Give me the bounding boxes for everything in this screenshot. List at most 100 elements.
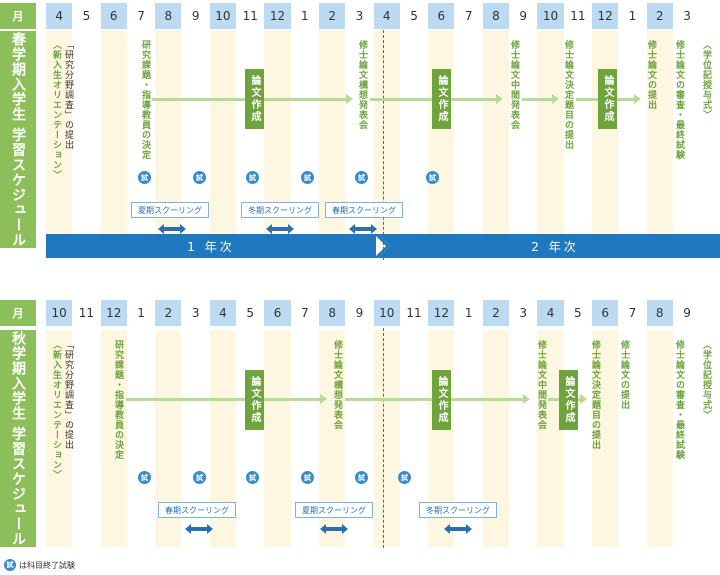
autumn-arrowhead-1 bbox=[320, 394, 327, 404]
autumn-column-shade bbox=[537, 330, 564, 547]
autumn-arrow-1 bbox=[126, 398, 320, 401]
autumn-ronbun-3: 論文作成 bbox=[559, 370, 578, 430]
spring-exam-mark: 試 bbox=[138, 171, 151, 184]
autumn-month-cell: 9 bbox=[355, 306, 364, 320]
spring-month-cell: 2 bbox=[646, 3, 673, 29]
spring-exam-mark: 試 bbox=[301, 171, 314, 184]
autumn-year-divider bbox=[383, 328, 384, 548]
spring-final-exam: 修士論文の審査・最終試験 bbox=[674, 40, 684, 160]
autumn-month-cell: 1 bbox=[137, 306, 145, 320]
spring-column-shade bbox=[482, 31, 510, 248]
spring-column-shade bbox=[592, 31, 619, 248]
autumn-arrowhead-3 bbox=[580, 394, 587, 404]
autumn-month-cell: 4 bbox=[537, 300, 564, 326]
autumn-exam-mark: 試 bbox=[138, 471, 151, 484]
year-chevron-icon bbox=[374, 234, 390, 258]
spring-month-cell: 12 bbox=[592, 3, 619, 29]
spring-mid-presentation: 修士論文中間発表会 bbox=[509, 40, 519, 130]
autumn-arrowhead-2 bbox=[523, 394, 530, 404]
autumn-month-label: 月 bbox=[0, 300, 36, 326]
spring-month-cell: 3 bbox=[355, 9, 364, 23]
spring-degree: 〈学位記授与式〉 bbox=[701, 40, 711, 120]
spring-exam-mark: 試 bbox=[355, 171, 368, 184]
spring-month-cell: 8 bbox=[482, 3, 510, 29]
spring-month-cell: 11 bbox=[570, 9, 586, 23]
spring-thesis-submit: 修士論文の提出 bbox=[646, 40, 656, 110]
autumn-month-cell: 3 bbox=[191, 306, 200, 320]
spring-month-cell: 10 bbox=[537, 3, 564, 29]
spring-month-cell: 4 bbox=[373, 3, 400, 29]
spring-ronbun-1: 論文作成 bbox=[245, 69, 264, 129]
spring-month-cell: 1 bbox=[301, 9, 309, 23]
autumn-topic-decision: 研究課題・指導教員の決定 bbox=[113, 340, 123, 460]
spring-year-divider bbox=[383, 30, 384, 260]
spring-month-cell: 10 bbox=[209, 3, 237, 29]
spring-arrowhead-2 bbox=[496, 94, 503, 104]
spring-ronbun-2: 論文作成 bbox=[432, 69, 451, 129]
spring-month-label: 月 bbox=[0, 3, 36, 29]
autumn-degree: 〈学位記授与式〉 bbox=[701, 340, 711, 420]
spring-exam-mark: 試 bbox=[246, 171, 259, 184]
legend-exam-icon: 試 bbox=[4, 559, 16, 571]
autumn-month-cell: 8 bbox=[646, 300, 673, 326]
legend-text: は科目終了試験 bbox=[19, 561, 75, 570]
spring-column-shade bbox=[46, 31, 73, 248]
autumn-month-cell: 8 bbox=[319, 300, 346, 326]
autumn-exam-mark: 試 bbox=[355, 471, 368, 484]
spring-arrow-3 bbox=[522, 98, 552, 101]
spring-arrowhead-4 bbox=[634, 94, 641, 104]
autumn-ronbun-1: 論文作成 bbox=[245, 370, 264, 430]
spring-double-arrow bbox=[349, 224, 377, 234]
spring-month-cell: 6 bbox=[100, 3, 127, 29]
spring-month-cell: 11 bbox=[242, 9, 258, 23]
autumn-double-arrow bbox=[320, 524, 348, 534]
autumn-month-cell: 10 bbox=[373, 300, 400, 326]
autumn-research-field: 「研究分野調査」の提出 bbox=[63, 340, 73, 450]
spring-column-shade bbox=[100, 31, 127, 248]
spring-title: 春学期入学生 学習スケジュール bbox=[0, 31, 36, 248]
autumn-column-shade bbox=[592, 330, 619, 547]
spring-month-cell: 3 bbox=[683, 9, 691, 23]
spring-arrowhead-1 bbox=[346, 94, 353, 104]
autumn-double-arrow bbox=[185, 524, 213, 534]
autumn-thesis-submit: 修士論文の提出 bbox=[619, 340, 629, 410]
autumn-title-submit: 修士論文決定題目の提出 bbox=[590, 340, 600, 450]
autumn-column-shade bbox=[646, 330, 673, 547]
autumn-ronbun-2: 論文作成 bbox=[432, 370, 451, 430]
spring-month-cell: 9 bbox=[519, 9, 528, 23]
spring-arrowhead-3 bbox=[552, 94, 559, 104]
autumn-mid-presentation: 修士論文中間発表会 bbox=[536, 340, 546, 430]
autumn-month-cell: 3 bbox=[519, 306, 528, 320]
autumn-month-cell: 11 bbox=[78, 306, 95, 320]
spring-title-submit: 修士論文決定題目の提出 bbox=[563, 40, 573, 150]
autumn-month-cell: 2 bbox=[155, 300, 182, 326]
autumn-month-cell: 11 bbox=[406, 306, 422, 320]
spring-exam-mark: 試 bbox=[193, 171, 206, 184]
spring-double-arrow bbox=[266, 224, 294, 234]
autumn-schooling-winter: 冬期スクーリング bbox=[419, 502, 497, 518]
autumn-month-cell: 12 bbox=[100, 300, 127, 326]
autumn-exam-mark: 試 bbox=[301, 471, 314, 484]
spring-month-cell: 1 bbox=[628, 9, 637, 23]
autumn-month-cell: 7 bbox=[301, 306, 309, 320]
autumn-month-cell: 1 bbox=[464, 306, 473, 320]
autumn-month-cell: 4 bbox=[209, 300, 237, 326]
spring-column-shade bbox=[428, 31, 455, 248]
autumn-month-cell: 5 bbox=[574, 306, 582, 320]
autumn-orientation: 〈新入生オリエンテーション〉 bbox=[51, 340, 61, 480]
autumn-month-cell: 9 bbox=[683, 306, 691, 320]
spring-month-cell: 7 bbox=[464, 9, 473, 23]
spring-schooling-winter: 冬期スクーリング bbox=[241, 202, 319, 218]
spring-month-cell: 7 bbox=[137, 9, 145, 23]
autumn-double-arrow bbox=[444, 524, 472, 534]
autumn-column-shade bbox=[373, 330, 400, 547]
year-first: 1 年次 bbox=[46, 234, 376, 258]
spring-month-cell: 5 bbox=[82, 9, 91, 23]
autumn-month-cell: 6 bbox=[264, 300, 291, 326]
spring-column-shade bbox=[209, 31, 237, 248]
year-second: 2 年次 bbox=[390, 234, 720, 258]
autumn-column-shade bbox=[100, 330, 127, 547]
autumn-month-cell: 5 bbox=[246, 306, 255, 320]
autumn-column-shade bbox=[46, 330, 73, 547]
spring-month-cell: 12 bbox=[264, 3, 291, 29]
